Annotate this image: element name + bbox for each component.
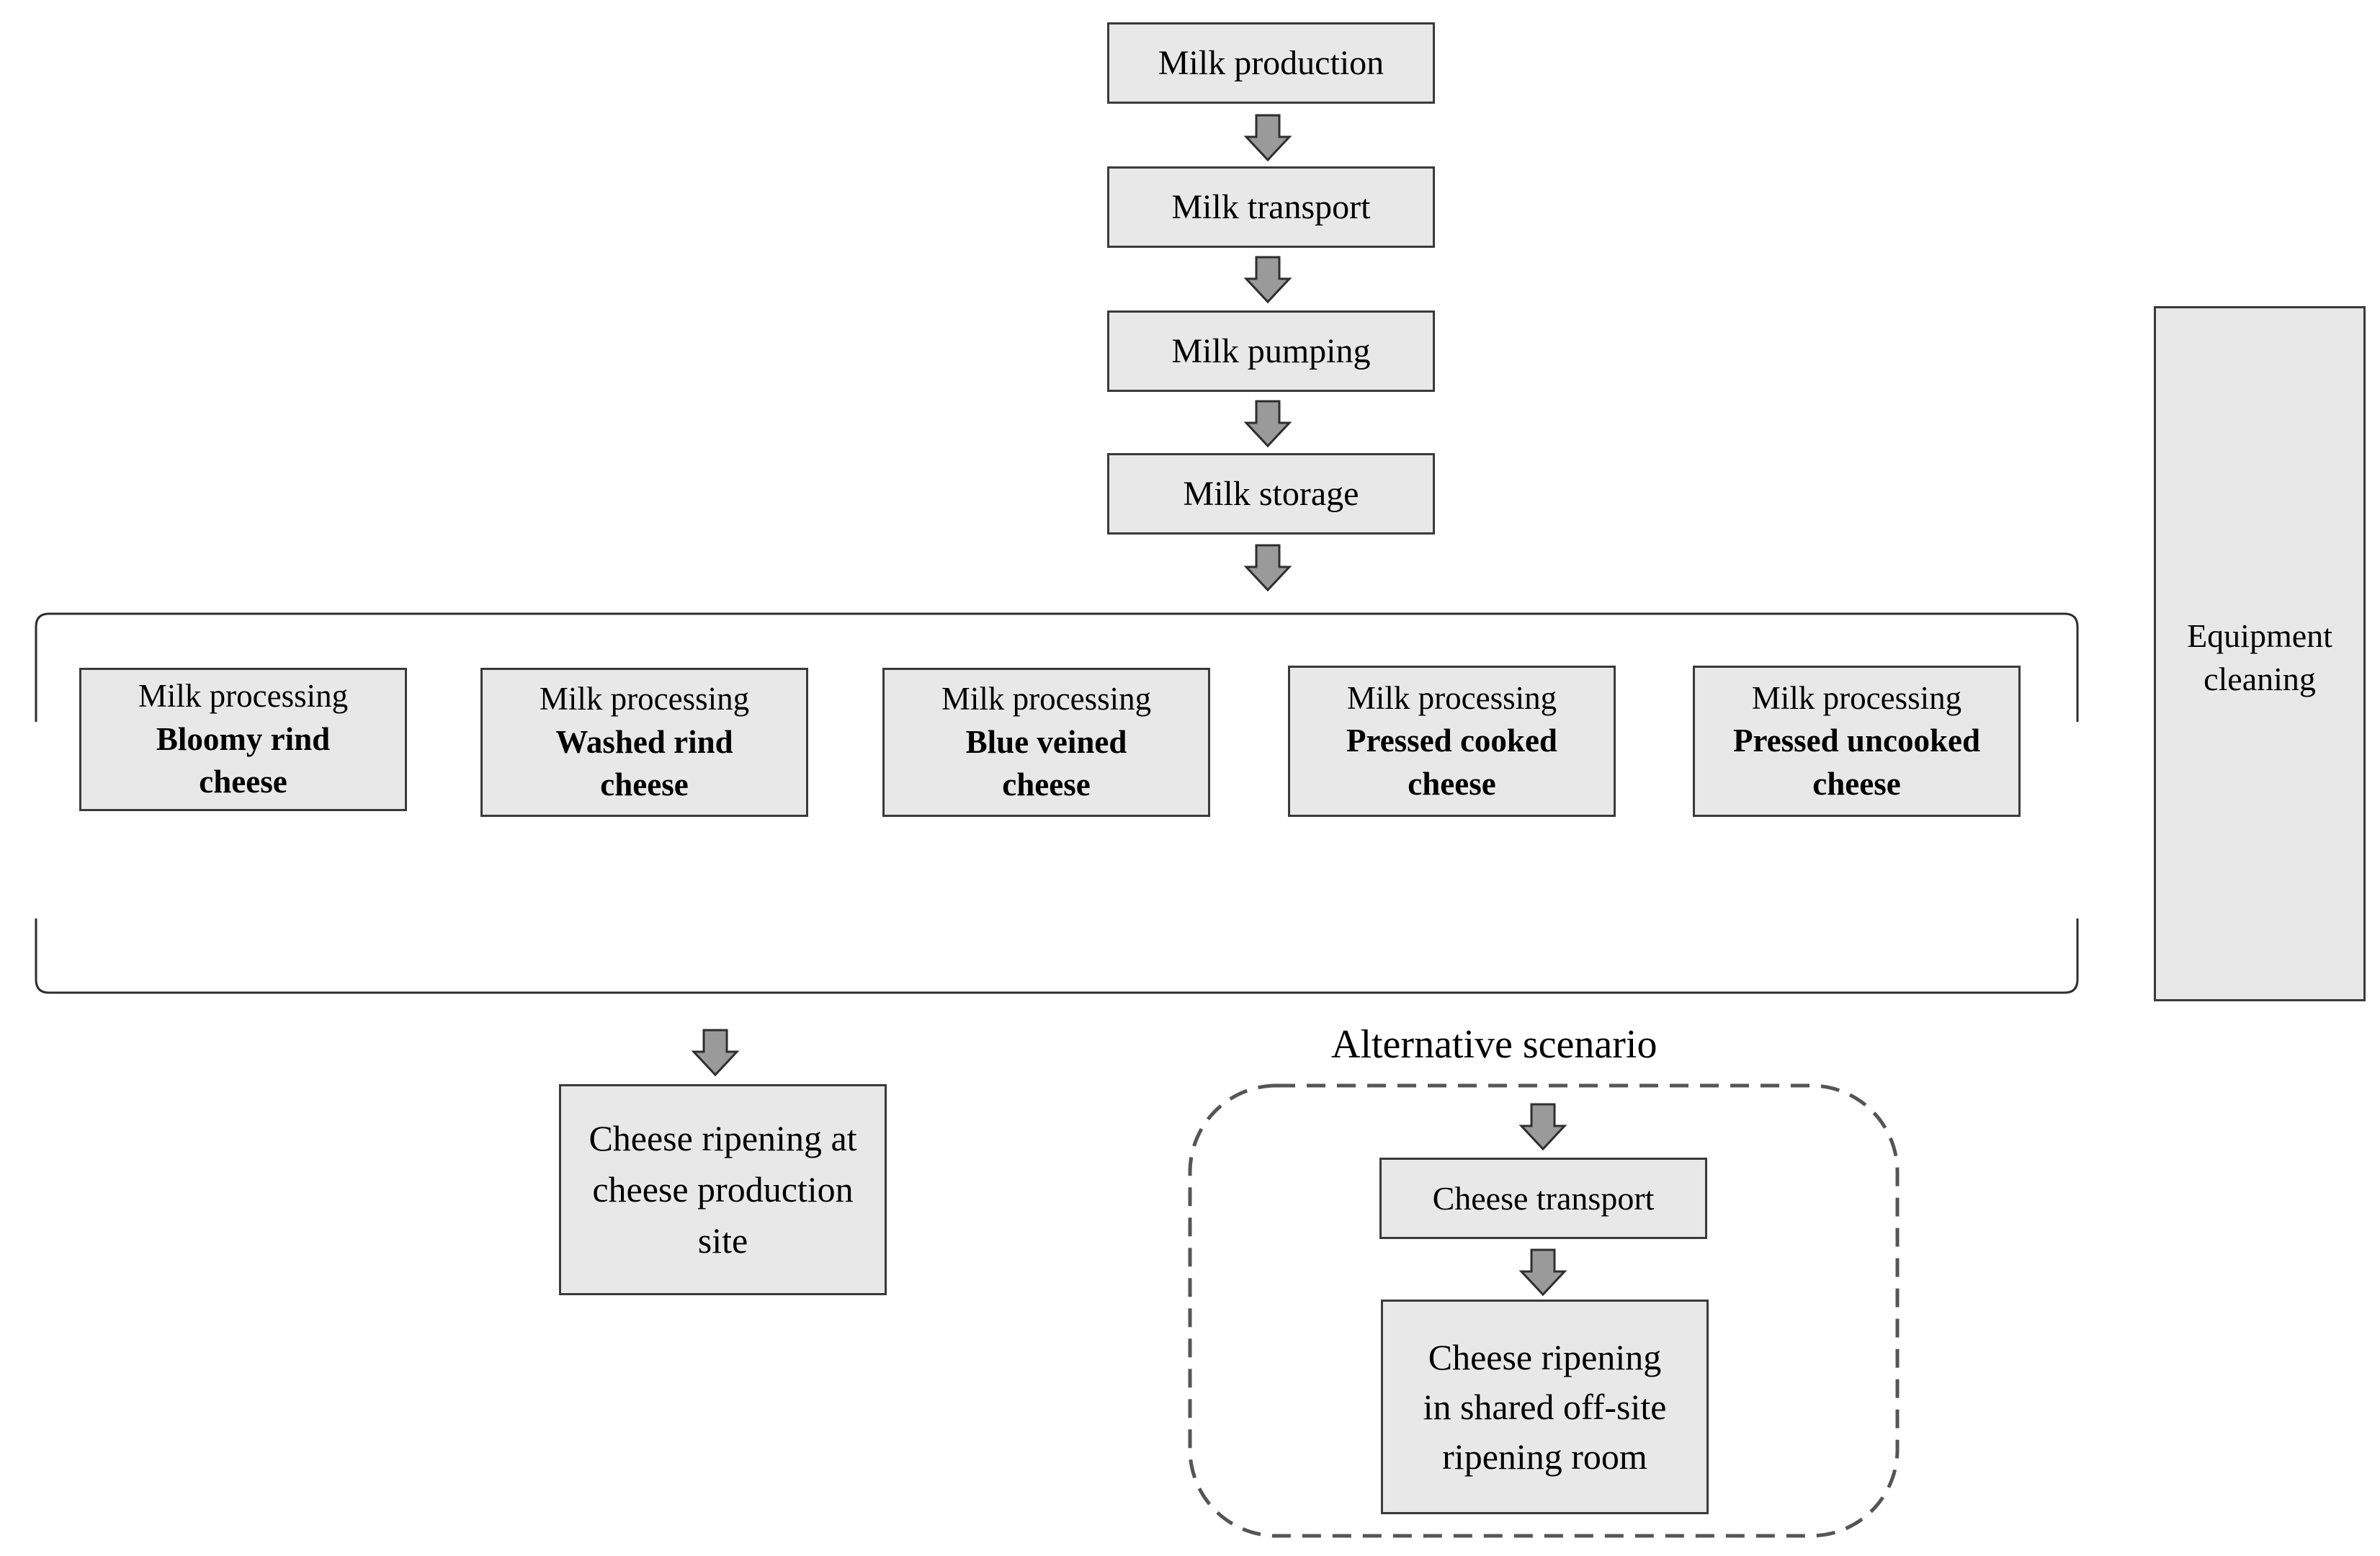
processing-box-bloomy-rind: Milk processing Bloomy rind cheese bbox=[79, 668, 407, 811]
ripening-on-site-label: Cheese ripening at cheese production sit… bbox=[589, 1118, 857, 1261]
processing-label: Milk processing bbox=[1346, 679, 1557, 716]
ripening-on-site-box: Cheese ripening at cheese production sit… bbox=[559, 1084, 887, 1295]
cheese-type-label: Washed rind cheese bbox=[555, 723, 733, 803]
cheese-type-label: Blue veined cheese bbox=[965, 723, 1127, 803]
processing-box-pressed-uncooked: Milk processing Pressed uncooked cheese bbox=[1693, 666, 2021, 817]
alternative-scenario-title: Alternative scenario bbox=[1331, 1022, 1658, 1067]
arrow-into-alternative bbox=[1520, 1103, 1566, 1150]
milk-pumping-box: Milk pumping bbox=[1107, 310, 1435, 392]
offsite-ripening-box: Cheese ripening in shared off-site ripen… bbox=[1381, 1300, 1709, 1514]
equipment-cleaning-box: Equipment cleaning bbox=[2154, 306, 2366, 1001]
processing-label: Milk processing bbox=[1751, 679, 1962, 716]
processing-label: Milk processing bbox=[138, 678, 349, 715]
milk-storage-label: Milk storage bbox=[1183, 475, 1359, 513]
processing-box-pressed-cooked: Milk processing Pressed cooked cheese bbox=[1288, 666, 1616, 817]
offsite-ripening-label: Cheese ripening in shared off-site ripen… bbox=[1423, 1336, 1667, 1477]
milk-pumping-label: Milk pumping bbox=[1171, 332, 1371, 370]
milk-transport-label: Milk transport bbox=[1171, 188, 1371, 226]
cheese-type-label: Bloomy rind cheese bbox=[156, 720, 331, 800]
arrow-storage-to-processing bbox=[1245, 544, 1291, 591]
milk-storage-box: Milk storage bbox=[1107, 453, 1435, 535]
alternative-scenario-group bbox=[1188, 1083, 1900, 1538]
cheese-transport-label: Cheese transport bbox=[1432, 1180, 1655, 1217]
cheese-type-label: Pressed cooked cheese bbox=[1346, 723, 1557, 802]
arrow-production-to-transport bbox=[1245, 114, 1291, 161]
arrow-transport-to-offsite-ripening bbox=[1520, 1248, 1566, 1296]
arrow-processing-to-ripening bbox=[692, 1029, 738, 1076]
processing-box-washed-rind: Milk processing Washed rind cheese bbox=[480, 668, 808, 817]
equipment-cleaning-label: Equipment cleaning bbox=[2187, 617, 2332, 697]
milk-transport-box: Milk transport bbox=[1107, 166, 1435, 248]
processing-bracket-top bbox=[35, 612, 2079, 722]
processing-label: Milk processing bbox=[941, 681, 1152, 717]
processing-box-blue-veined: Milk processing Blue veined cheese bbox=[882, 668, 1210, 817]
milk-production-box: Milk production bbox=[1107, 22, 1435, 104]
arrow-transport-to-pumping bbox=[1245, 256, 1291, 303]
processing-label: Milk processing bbox=[539, 681, 750, 717]
cheese-transport-box: Cheese transport bbox=[1379, 1158, 1707, 1239]
cheese-type-label: Pressed uncooked cheese bbox=[1733, 723, 1980, 802]
processing-bracket-bottom bbox=[35, 918, 2079, 994]
arrow-pumping-to-storage bbox=[1245, 400, 1291, 447]
milk-production-label: Milk production bbox=[1158, 44, 1384, 82]
